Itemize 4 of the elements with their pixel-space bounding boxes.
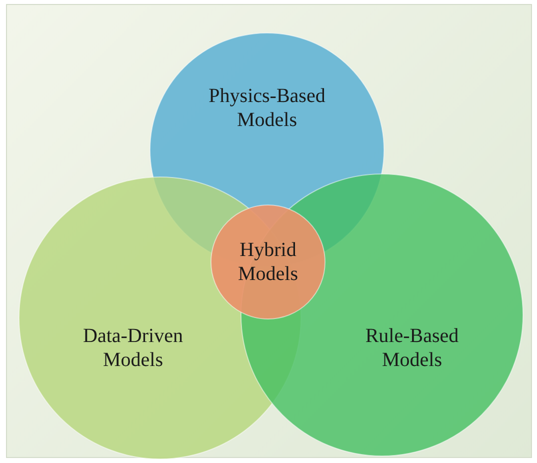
circle-label: Data-Driven Models	[82, 324, 184, 372]
circle-label: Physics-Based Models	[208, 84, 326, 132]
circle-label: Hybrid Models	[237, 238, 299, 286]
circle-label: Rule-Based Models	[364, 324, 460, 372]
